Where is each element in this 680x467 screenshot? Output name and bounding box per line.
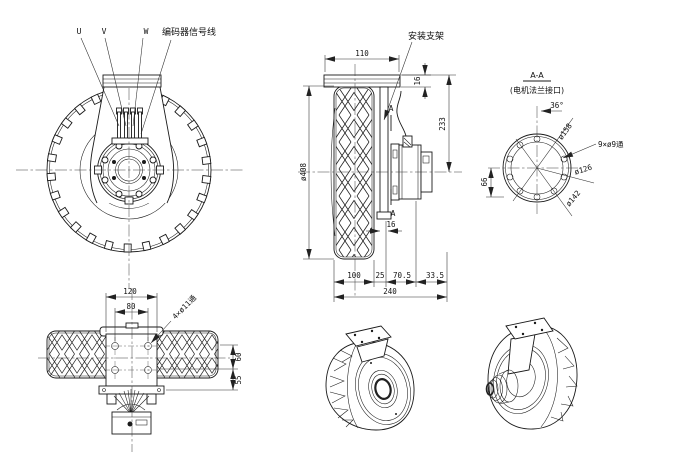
plate-mount-holes — [111, 342, 152, 374]
label-phase-w: W — [144, 27, 149, 36]
iso2-motor — [485, 369, 519, 405]
bottom-view: 120 80 4×ø11通 60 55 — [38, 287, 243, 452]
tire-tread-pattern — [336, 88, 372, 257]
iso-tread-boundary — [347, 342, 359, 429]
tread-blocks — [46, 93, 212, 253]
dim-bracket-thickness-16: 16 — [413, 76, 422, 86]
dim-angle-36: 36° — [550, 101, 564, 110]
cable-terminal-bar — [111, 137, 149, 145]
dim-height-233: 233 — [438, 117, 447, 131]
section-mark-a-top: A — [389, 104, 394, 113]
dim-bolt-holes-9x9: 9×ø9通 — [598, 139, 624, 149]
mounting-plate-top — [105, 333, 158, 387]
section-mark-a-bottom: A — [391, 209, 396, 218]
side-view: A A 16 安装支架 110 16 233 ø408 — [298, 30, 462, 302]
iso-tread-chevrons — [329, 349, 354, 428]
dim-motor-length-70-5: 70.5 — [393, 271, 411, 280]
dim-bracket-width-110: 110 — [355, 49, 369, 58]
motor-cable — [396, 90, 407, 137]
tire-sidewall-arc — [330, 107, 336, 237]
section-title-aa: A-A — [530, 71, 544, 80]
label-encoder-cable: 编码器信号线 — [162, 26, 216, 38]
dim-hole-spacing-80: 80 — [126, 302, 136, 311]
dim-bolt-circle-158: ø158 — [556, 121, 574, 141]
dim-encoder-length-33-5: 33.5 — [426, 271, 444, 280]
iso2-tire-silhouette — [487, 324, 578, 430]
dim-offset-55: 55 — [234, 375, 243, 384]
iso-tire-silhouette — [325, 341, 415, 431]
label-phase-v: V — [102, 27, 107, 36]
iso-view-left — [325, 325, 415, 431]
dim-pilot-126: ø126 — [573, 162, 593, 176]
iso-view-right — [485, 317, 578, 430]
front-view: U V W 编码器信号线 — [16, 26, 243, 288]
dim-plate-width-120: 120 — [123, 287, 137, 296]
motor-flange-bar — [98, 385, 165, 395]
motor-side — [390, 90, 433, 201]
iso2-tread-chevrons — [550, 337, 578, 422]
iso-rim-hub — [355, 353, 411, 425]
dim-center-offset-66: 66 — [480, 177, 489, 187]
dim-offset-60: 60 — [234, 352, 243, 362]
cable-fan — [113, 389, 150, 415]
section-subtitle-flange: (电机法兰接口) — [510, 85, 564, 95]
bracket-plate-side — [323, 74, 401, 88]
label-phase-u: U — [77, 27, 82, 36]
label-mounting-bracket: 安装支架 — [408, 30, 444, 42]
dim-tire-width-100: 100 — [347, 271, 361, 280]
dim-plate-16: 16 — [386, 220, 396, 229]
dim-mount-holes-4x11: 4×ø11通 — [170, 292, 199, 321]
iso2-tread-boundary — [540, 328, 558, 428]
section-aa-view: A-A (电机法兰接口) 36° ø158 9×ø9通 ø126 ø142 66 — [480, 71, 624, 217]
iso2-bracket — [505, 317, 554, 375]
dim-hub-gap-25: 25 — [375, 271, 384, 280]
dim-flange-142: ø142 — [564, 189, 583, 209]
bracket-vertical-plate — [379, 86, 389, 215]
dim-overall-width-240: 240 — [383, 287, 397, 296]
iso-mounting-plate — [345, 325, 392, 363]
bracket-top-plate — [102, 74, 162, 88]
